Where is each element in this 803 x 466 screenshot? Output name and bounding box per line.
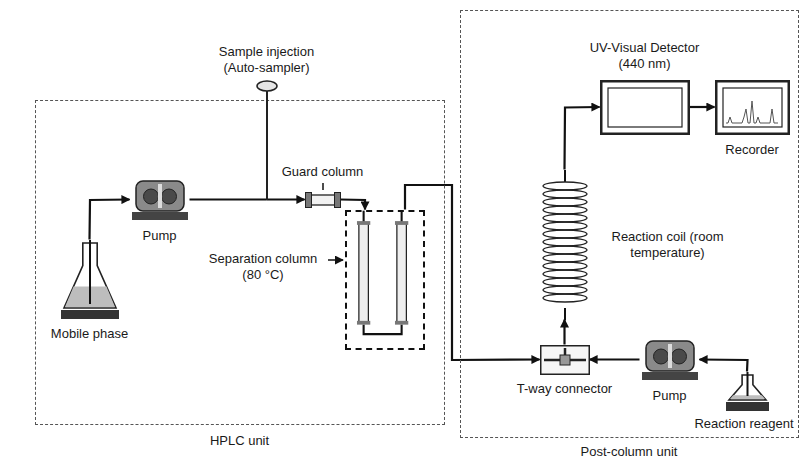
flask-symbol	[725, 372, 770, 412]
part-label: Recorder	[725, 142, 778, 158]
injection-valve: Sample injection (Auto-sampler)	[255, 80, 279, 200]
guard-symbol	[305, 192, 341, 208]
t-connector: T-way connector	[540, 345, 590, 375]
uv-detector: UV-Visual Detector (440 nm)	[600, 80, 690, 135]
part-label: Post-column unit	[581, 444, 678, 460]
pump-symbol	[640, 338, 700, 382]
part-label: Sample injection (Auto-sampler)	[211, 44, 323, 76]
unit-region: Post-column unitUV-Visual Detector (440 …	[460, 10, 799, 438]
flow-line	[590, 358, 640, 360]
flow-line	[565, 107, 600, 170]
flow-line	[700, 360, 748, 372]
flask-symbol	[60, 240, 120, 320]
part-label: UV-Visual Detector (440 nm)	[586, 40, 704, 72]
flow-line	[190, 198, 267, 200]
flow-line	[690, 106, 715, 108]
reaction-coil: Reaction coil (room temperature)	[540, 170, 590, 320]
flow-line	[341, 200, 366, 210]
leader-arrow	[328, 259, 343, 261]
part-label: Mobile phase	[51, 326, 128, 342]
part-label: T-way connector	[517, 381, 612, 397]
flow-line	[405, 185, 540, 360]
flow-line	[90, 200, 130, 240]
part-label: Pump	[143, 228, 177, 244]
reagent-flask: Reaction reagent	[725, 372, 770, 412]
separation-column: Separation column (80 °C)	[345, 210, 425, 350]
pump: Pump	[640, 338, 700, 382]
unit-region: HPLC unitMobile phasePumpSample injectio…	[35, 100, 445, 425]
part-label: Reaction reagent	[694, 416, 793, 432]
coil-symbol	[540, 170, 590, 320]
flow-line	[563, 320, 565, 345]
part-label: Pump	[653, 388, 687, 404]
solvent-flask: Mobile phase	[60, 240, 120, 320]
leader-line	[322, 183, 324, 190]
pump: Pump	[130, 178, 190, 222]
flow-line	[267, 198, 305, 200]
pump-symbol	[130, 178, 190, 222]
part-label: Reaction coil (room temperature)	[602, 229, 734, 261]
tee-symbol	[540, 345, 590, 375]
part-label: Guard column	[282, 164, 364, 180]
part-label: HPLC unit	[210, 433, 269, 449]
valve-symbol	[255, 80, 279, 200]
detector-symbol	[600, 80, 690, 135]
part-label: Separation column (80 °C)	[202, 251, 324, 283]
recorder: Recorder	[715, 80, 790, 135]
column-symbol	[347, 212, 423, 348]
guard-column: Guard column	[305, 192, 341, 208]
recorder-symbol	[715, 80, 790, 135]
